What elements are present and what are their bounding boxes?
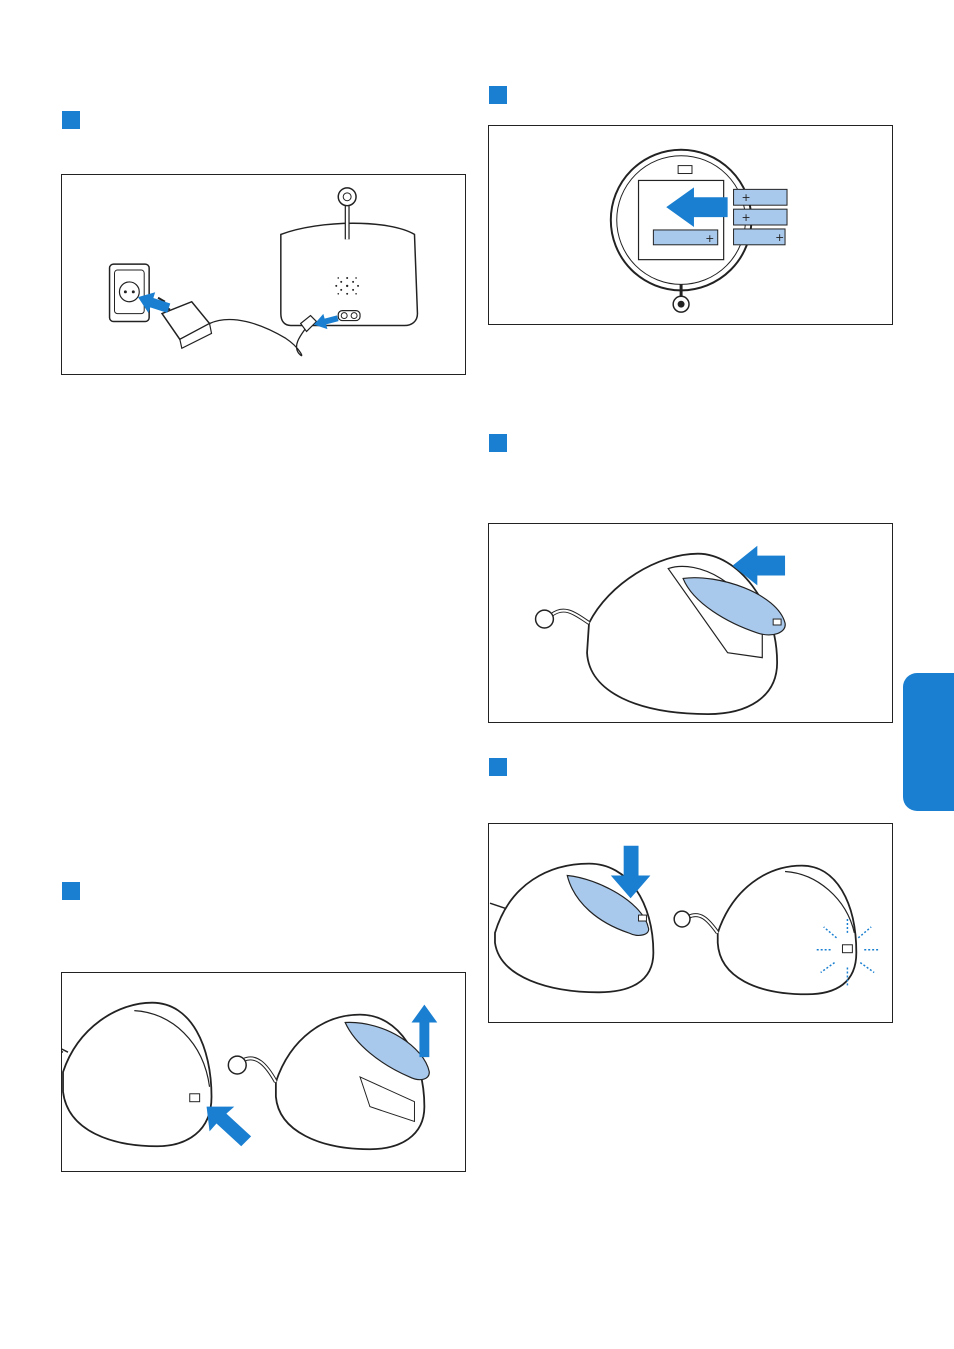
figure-power-connection <box>61 174 466 375</box>
svg-text:+: + <box>705 232 714 245</box>
step-marker-close-cover <box>489 758 507 776</box>
step-marker-slide-cover <box>489 434 507 452</box>
slide-cover-illustration <box>489 524 892 722</box>
figure-insert-batteries: + + + + <box>488 125 893 325</box>
svg-text:+: + <box>741 211 750 224</box>
step-marker-batteries <box>489 86 507 104</box>
svg-text:+: + <box>741 191 750 204</box>
section-tab <box>903 673 954 811</box>
svg-text:+: + <box>775 231 784 244</box>
power-adapter-illustration <box>62 175 465 374</box>
open-cover-illustration <box>62 973 465 1171</box>
figure-close-cover <box>488 823 893 1023</box>
step-marker-power <box>62 111 80 129</box>
battery-illustration: + + + + <box>489 126 892 324</box>
figure-open-cover <box>61 972 466 1172</box>
figure-slide-cover <box>488 523 893 723</box>
step-marker-open-cover <box>62 882 80 900</box>
close-cover-illustration <box>489 824 892 1022</box>
